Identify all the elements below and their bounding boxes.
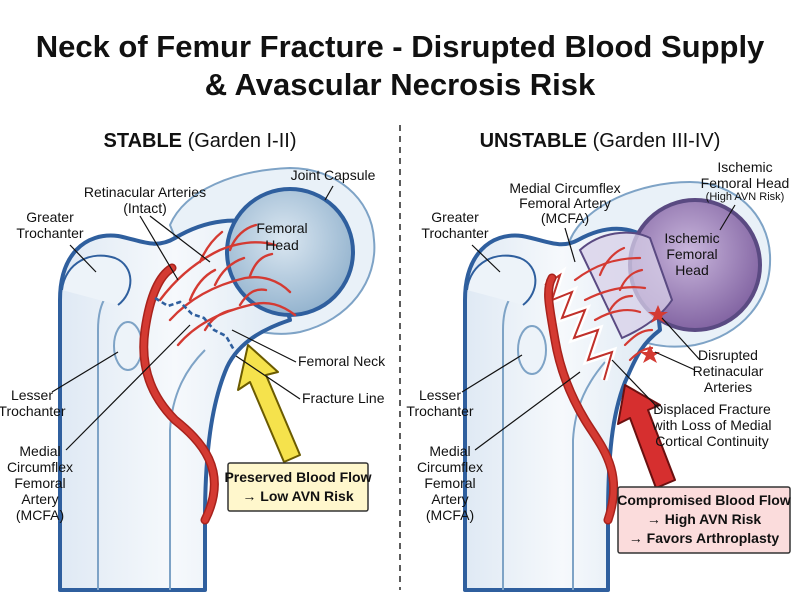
- stable-callout-line-1: Preserved Blood Flow: [224, 469, 371, 485]
- unstable-callout-line-3: → Favors Arthroplasty: [629, 530, 780, 546]
- stable-lt-leader: [51, 351, 119, 393]
- stable-neck-leader: [231, 329, 297, 363]
- stable-mcfa: [140, 265, 218, 523]
- stable-heading-bold: STABLE: [104, 130, 183, 152]
- stable-femoral-head: [225, 187, 355, 317]
- stable-greater-trochanter: [61, 254, 132, 306]
- stable-jc-leader: [324, 185, 334, 201]
- unstable-displaced-leader: [611, 359, 661, 411]
- unstable-arrow: [617, 384, 676, 489]
- stable-fracture-leader: [235, 355, 301, 400]
- unstable-femur: [463, 180, 772, 592]
- stable-callout-line-2: → Low AVN Risk: [242, 488, 353, 504]
- unstable-fracture-zigzag: [544, 272, 614, 381]
- stable-retinacular-arteries: [158, 223, 297, 347]
- stable-lesser-trochanter: [113, 321, 143, 371]
- unstable-greater-trochanter: [466, 254, 537, 306]
- unstable-disrupted-leader-2: [654, 351, 696, 371]
- stable-callout-box: [227, 462, 369, 512]
- unstable-high-avn-label: (High AVN Risk): [706, 191, 785, 203]
- unstable-heading: UNSTABLE (Garden III-IV): [480, 130, 721, 152]
- unstable-mcfa-leader: [474, 371, 581, 451]
- unstable-callout-line-2: → High AVN Risk: [647, 511, 762, 527]
- stable-ret-leader-1: [139, 215, 179, 281]
- stable-femur: [58, 166, 376, 592]
- title-line-1: Neck of Femur Fracture - Disrupted Blood…: [36, 29, 765, 64]
- stable-retinacular-label: Retinacular Arteries(Intact): [84, 184, 206, 216]
- unstable-mcfa-top-leader: [564, 227, 576, 263]
- unstable-lt-leader: [461, 354, 523, 393]
- unstable-heading-bold: UNSTABLE: [480, 130, 587, 152]
- stable-fracture-line-label: Fracture Line: [302, 390, 385, 406]
- stable-ret-leader-2: [149, 215, 211, 263]
- unstable-disrupted-leader-1: [661, 317, 701, 361]
- unstable-inner-cortex-medial: [572, 361, 606, 590]
- unstable-callout-line-1: Compromised Blood Flow: [617, 492, 791, 508]
- unstable-femur-shaft: [463, 226, 662, 592]
- stable-joint-capsule-label: Joint Capsule: [291, 167, 376, 183]
- unstable-mcfa: [545, 275, 617, 523]
- unstable-heading-rest: (Garden III-IV): [587, 130, 720, 152]
- stable-inner-cortex-medial: [169, 349, 206, 590]
- unstable-lesser-trochanter: [517, 325, 547, 375]
- unstable-neck-fragment: [578, 231, 674, 340]
- unstable-gt-leader: [471, 244, 501, 273]
- stable-femoral-neck-label: Femoral Neck: [298, 353, 386, 369]
- stable-heading-rest: (Garden I-II): [182, 130, 296, 152]
- stable-callout: Preserved Blood Flow → Low AVN Risk: [224, 462, 372, 512]
- stable-fracture-line: [154, 296, 236, 351]
- stable-heading: STABLE (Garden I-II): [104, 130, 297, 152]
- unstable-callout: Compromised Blood Flow → High AVN Risk →…: [617, 486, 791, 554]
- unstable-ih-leader: [719, 204, 736, 231]
- stable-arrow: [237, 344, 301, 463]
- title-line-2: & Avascular Necrosis Risk: [205, 67, 596, 102]
- stable-mcfa-leader: [65, 324, 191, 451]
- unstable-callout-box: [617, 486, 791, 554]
- unstable-disruption-star-2: [640, 345, 660, 363]
- stable-gt-leader: [69, 244, 97, 273]
